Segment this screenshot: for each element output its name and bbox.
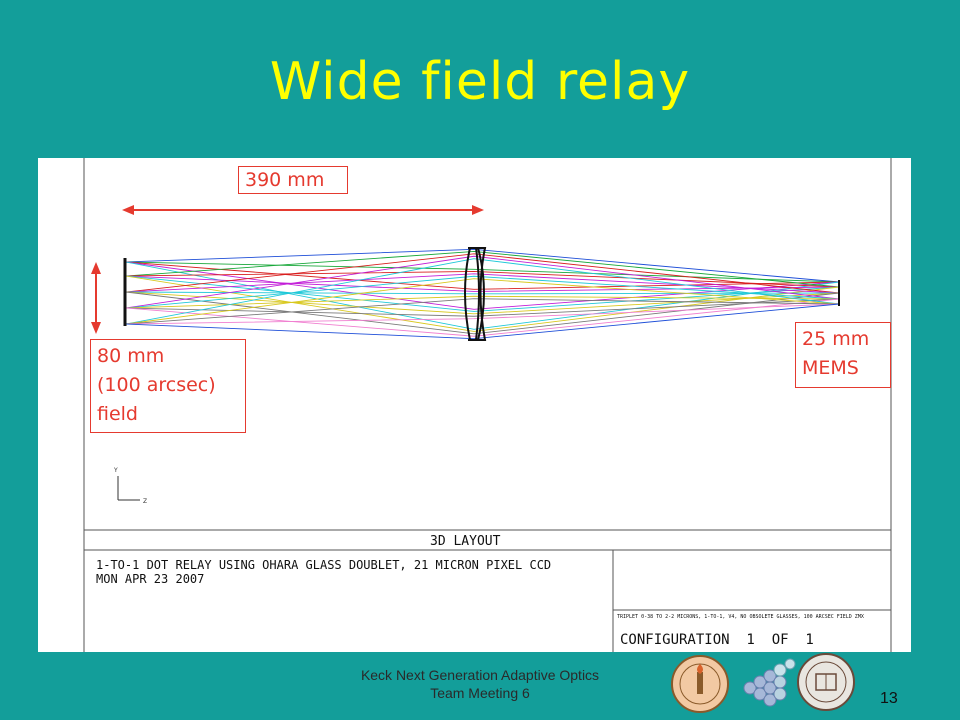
ray-line [125,270,840,288]
ray-line [125,278,840,325]
ray-line [125,298,840,317]
length-arrow-left-head [122,205,134,215]
axis-y-label: Y [113,467,118,474]
ray-line [125,275,840,309]
slide-title: Wide field relay [269,52,691,112]
axis-z-label: Z [143,498,147,505]
layout-header: 3D LAYOUT [430,534,501,549]
ray-line [125,250,840,288]
field-label: 80 mm (100 arcsec) field [90,339,246,433]
length-arrow-right-head [472,205,484,215]
ray-bundle [125,248,840,340]
layout-date: MON APR 23 2007 [96,572,205,586]
field-label-line-1: 80 mm [97,345,165,367]
ray-line [125,261,840,283]
footer-line-1: Keck Next Generation Adaptive Optics [360,667,600,683]
ray-line [125,295,840,309]
layout-small-note: TRIPLET 0-38 TO 2-2 MICRONS, 1-TO-1, V4,… [617,614,864,620]
uc-seal-logo [797,653,855,711]
footer-logos [671,653,855,713]
ray-line [125,291,840,315]
layout-configuration: CONFIGURATION 1 OF 1 [620,632,814,648]
length-label: 390 mm [238,166,348,194]
layout-description: 1-TO-1 DOT RELAY USING OHARA GLASS DOUBL… [96,558,552,572]
ray-line [125,273,840,294]
footer-line-2: Team Meeting 6 [430,685,530,701]
ray-line [125,303,840,325]
ray-line [125,298,840,337]
ray-line [125,248,840,283]
ray-line [125,291,840,295]
caltech-seal-logo [671,655,729,713]
ray-trace: Y Z [83,158,892,652]
field-label-line-2: (100 arcsec) [97,374,216,396]
footer: Keck Next Generation Adaptive Optics Tea… [300,666,660,702]
ray-line [125,303,840,340]
page-number: 13 [880,690,898,707]
field-arrow-bottom-head [91,322,101,334]
ray-line [125,258,840,325]
ray-line [125,253,840,294]
field-label-line-3: field [97,403,138,425]
ray-line [125,255,840,309]
field-arrow-top-head [91,262,101,274]
mems-label-line-1: 25 mm [802,328,870,350]
mems-label: 25 mm MEMS [795,322,891,388]
ray-line [125,291,840,335]
mems-label-line-2: MEMS [802,357,859,379]
keck-mirror-logo [743,658,796,707]
ray-line [125,298,840,325]
